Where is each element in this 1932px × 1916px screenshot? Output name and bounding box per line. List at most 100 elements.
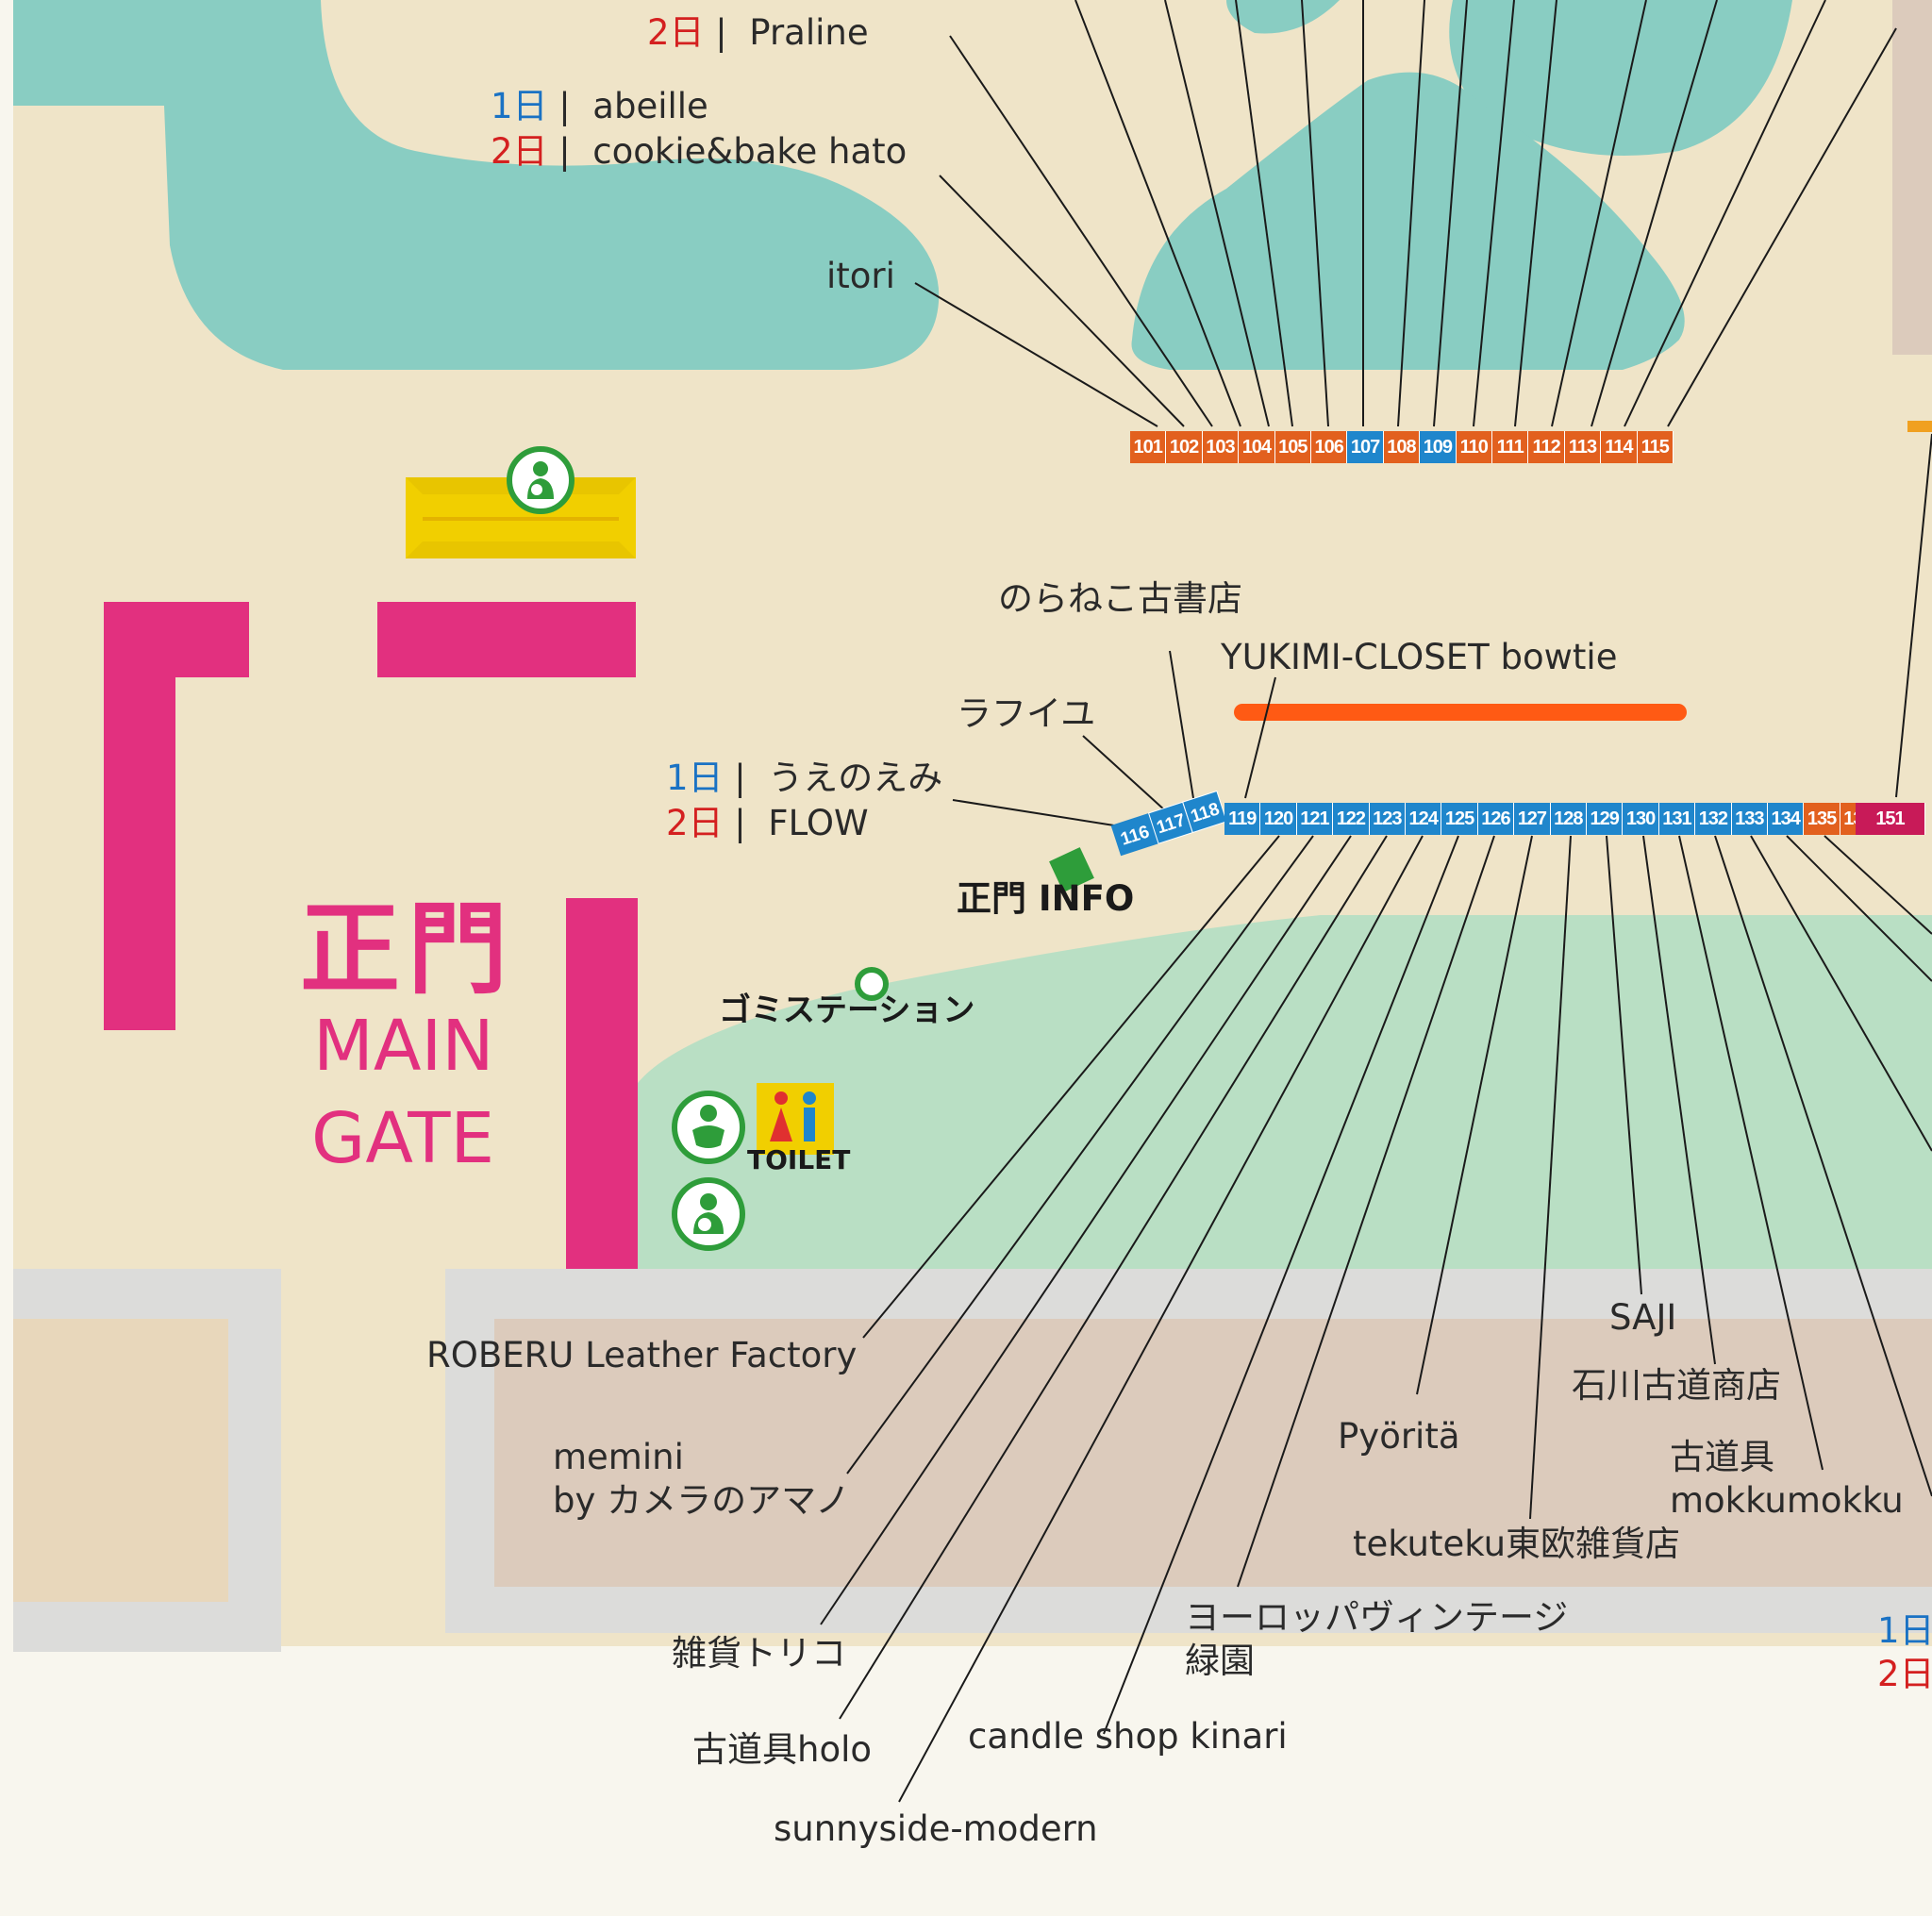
- booth-133[interactable]: 133: [1731, 803, 1768, 835]
- vendor-name: cookie&bake hato: [592, 131, 908, 172]
- day-2-tag: 2日: [1877, 1654, 1932, 1695]
- info-marker: [1049, 847, 1094, 892]
- booth-113[interactable]: 113: [1564, 431, 1602, 463]
- vendor-noraneko: のらねこ古書店: [998, 578, 1242, 619]
- yukimi-bar: [1234, 704, 1687, 721]
- toilet-icon: [757, 1083, 834, 1155]
- booth-111[interactable]: 111: [1492, 431, 1529, 463]
- vendor-yukimi: YUKIMI-CLOSET bowtie: [1221, 637, 1618, 677]
- booth-128[interactable]: 128: [1550, 803, 1587, 835]
- booth-122[interactable]: 122: [1333, 803, 1370, 835]
- vendor-saji: SAJI: [1609, 1297, 1677, 1338]
- vendor-uenoemi: 1日 | うえのえみ: [666, 758, 943, 798]
- vendor-name: memini: [553, 1437, 684, 1477]
- day-2-tag: 2日: [666, 803, 724, 843]
- vendor-subname: mokkumokku: [1670, 1480, 1904, 1522]
- booth-106[interactable]: 106: [1311, 431, 1348, 463]
- booth-127[interactable]: 127: [1514, 803, 1551, 835]
- vendor-abeille: 1日 | abeille: [491, 86, 708, 126]
- booth-114[interactable]: 114: [1601, 431, 1638, 463]
- booth-126[interactable]: 126: [1477, 803, 1515, 835]
- vendor-hato: 2日 | cookie&bake hato: [491, 131, 908, 172]
- vendor-trico: 雑貨トリコ: [672, 1633, 846, 1674]
- booth-129[interactable]: 129: [1587, 803, 1624, 835]
- pond-mountain: [1131, 72, 1685, 371]
- vendor-kinari: candle shop kinari: [968, 1716, 1288, 1757]
- day-2-tag: 2日: [647, 12, 705, 53]
- vendor-name: Praline: [749, 12, 869, 53]
- booth-120[interactable]: 120: [1260, 803, 1297, 835]
- booth-109[interactable]: 109: [1420, 431, 1457, 463]
- booth-110[interactable]: 110: [1456, 431, 1492, 463]
- booth-115[interactable]: 115: [1637, 431, 1674, 463]
- booth-105[interactable]: 105: [1274, 431, 1311, 463]
- lawn: [638, 915, 1932, 1269]
- nursing-room-icon: [507, 446, 575, 514]
- vendor-subname: 緑園: [1185, 1641, 1255, 1682]
- vendor-name: 古道具: [1670, 1437, 1774, 1477]
- day-1-tag: 1日: [1877, 1610, 1932, 1651]
- booth-107[interactable]: 107: [1347, 431, 1384, 463]
- pond-left: [13, 0, 940, 370]
- booths-angled: 116 117 118: [1110, 790, 1227, 857]
- vendor-name: ヨーロッパヴィンテージ: [1185, 1597, 1569, 1638]
- vendor-ryokuen: ヨーロッパヴィンテージ 緑園: [1185, 1596, 1568, 1684]
- booth-103[interactable]: 103: [1202, 431, 1240, 463]
- diaper-change-icon: [672, 1091, 745, 1164]
- main-gate-structure: [104, 602, 638, 1269]
- booth-101[interactable]: 101: [1130, 431, 1167, 463]
- toilet-label: TOILET: [747, 1144, 851, 1175]
- booth-132[interactable]: 132: [1695, 803, 1732, 835]
- gate-main: MAIN: [313, 1006, 494, 1087]
- booth-135[interactable]: 135: [1804, 803, 1840, 835]
- booth-130[interactable]: 130: [1623, 803, 1659, 835]
- leader-lines: [820, 0, 1932, 1803]
- vendor-ishikawa: 石川古道商店: [1572, 1365, 1781, 1406]
- vendor-name: FLOW: [768, 803, 869, 843]
- vendor-pyorita: Pyöritä: [1338, 1416, 1460, 1457]
- vendor-flow: 2日 | FLOW: [666, 803, 869, 843]
- booth-124[interactable]: 124: [1406, 803, 1442, 835]
- vendor-itori: itori: [826, 256, 895, 296]
- booth-121[interactable]: 121: [1296, 803, 1334, 835]
- booth-102[interactable]: 102: [1166, 431, 1203, 463]
- booth-119[interactable]: 119: [1224, 803, 1261, 835]
- pond-mid-top: [1226, 0, 1340, 34]
- booth-134[interactable]: 134: [1768, 803, 1805, 835]
- gate-gate: GATE: [311, 1098, 495, 1179]
- vendor-subname: by カメラのアマノ: [553, 1480, 851, 1522]
- garbage-station-label: ゴミステーション: [719, 991, 975, 1029]
- vendor-holo: 古道具holo: [692, 1729, 873, 1770]
- vendor-sunnyside: sunnyside-modern: [774, 1808, 1098, 1849]
- right-marker: [1907, 421, 1932, 432]
- booth-123[interactable]: 123: [1369, 803, 1406, 835]
- booth-118: [1182, 790, 1227, 834]
- booth-104[interactable]: 104: [1239, 431, 1275, 463]
- booth-108[interactable]: 108: [1383, 431, 1421, 463]
- pond-right-top: [1449, 0, 1792, 156]
- booth-151[interactable]: 151: [1856, 803, 1925, 835]
- vendor-name: うえのえみ: [768, 758, 943, 798]
- vendor-name: abeille: [592, 86, 708, 126]
- edge-day-tags: 1日 2日: [1877, 1609, 1932, 1697]
- building-bottom-fill: [494, 1319, 1932, 1587]
- day-1-tag: 1日: [666, 758, 724, 798]
- vendor-memini: memini by カメラのアマノ: [553, 1436, 850, 1524]
- vendor-tekuteku: tekuteku東欧雑貨店: [1353, 1524, 1681, 1564]
- nursing-room-icon: [672, 1177, 745, 1251]
- building-left-fill: [13, 1319, 228, 1602]
- booth-112[interactable]: 112: [1528, 431, 1565, 463]
- info-label: 正門 INFO: [957, 878, 1135, 919]
- booth-131[interactable]: 131: [1658, 803, 1696, 835]
- garbage-station-icon: [855, 967, 889, 1001]
- day-1-tag: 1日: [491, 86, 548, 126]
- vendor-roberu: ROBERU Leather Factory: [426, 1335, 858, 1375]
- vendor-praline: 2日 | Praline: [647, 12, 869, 53]
- booth-116: [1110, 812, 1159, 857]
- vendor-mokkumokku: 古道具 mokkumokku: [1670, 1436, 1904, 1524]
- gate-kanji: 正門: [300, 891, 515, 1008]
- booth-125[interactable]: 125: [1441, 803, 1478, 835]
